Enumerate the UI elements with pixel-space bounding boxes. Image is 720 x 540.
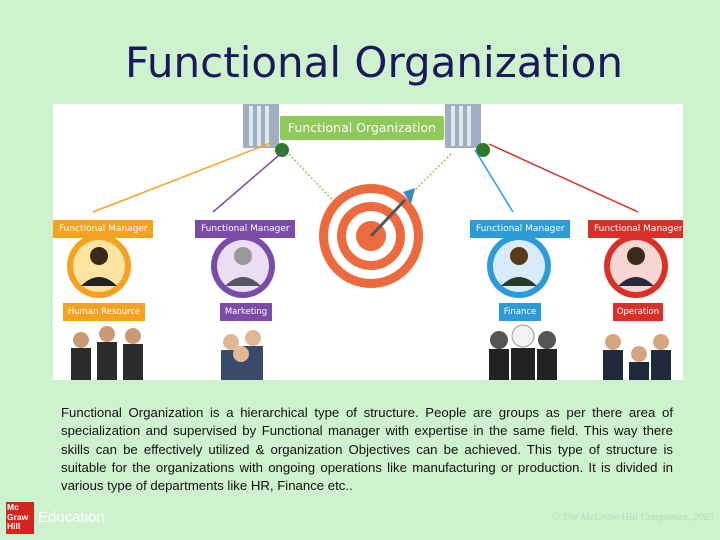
slide-title: Functional Organization bbox=[0, 38, 720, 87]
copyright-notice: © The McGraw-Hill Companies, 2005 bbox=[520, 512, 714, 523]
org-chart-graphics bbox=[53, 104, 683, 380]
org-chart-figure: Functional Organization Functional Manag… bbox=[53, 104, 683, 380]
target-icon bbox=[319, 184, 423, 288]
team-icon-operation bbox=[603, 334, 671, 380]
building-icon-right bbox=[445, 104, 490, 157]
manager-icon-marketing bbox=[211, 234, 275, 298]
manager-icon-finance bbox=[487, 234, 551, 298]
manager-icon-operation bbox=[604, 234, 668, 298]
manager-icon-hr bbox=[67, 234, 131, 298]
manager-label-hr: Functional Manager bbox=[53, 220, 153, 238]
manager-label-marketing: Functional Manager bbox=[195, 220, 295, 238]
description-paragraph: Functional Organization is a hierarchica… bbox=[61, 404, 673, 495]
mcgraw-hill-logo: Mc Graw Hill bbox=[6, 502, 34, 534]
manager-label-finance: Functional Manager bbox=[470, 220, 570, 238]
team-icon-finance bbox=[489, 325, 557, 380]
brand-text: Education bbox=[38, 509, 105, 526]
logo-text: Mc Graw Hill bbox=[6, 502, 34, 532]
manager-label-operation: Functional Manager bbox=[588, 220, 683, 238]
department-label-hr: Human Resource bbox=[63, 303, 145, 321]
team-icon-marketing bbox=[221, 330, 263, 380]
team-icon-hr bbox=[71, 326, 143, 380]
department-label-marketing: Marketing bbox=[220, 303, 272, 321]
department-label-operation: Operation bbox=[613, 303, 663, 321]
department-label-finance: Finance bbox=[499, 303, 541, 321]
root-label: Functional Organization bbox=[280, 116, 444, 140]
